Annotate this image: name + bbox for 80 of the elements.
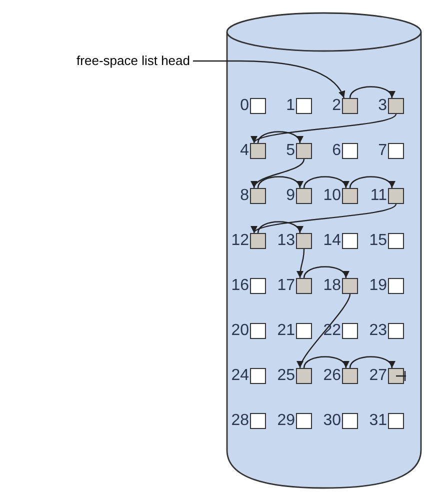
free-block [342,278,358,294]
free-block [342,98,358,114]
pointer-arrow [257,176,302,188]
used-block [388,233,404,249]
pointer-arrow [303,356,348,368]
block-number: 19 [369,277,387,295]
pointer-arrow [303,176,348,188]
block-number: 1 [286,97,295,115]
block-number: 21 [277,322,295,340]
block-number: 25 [277,367,295,385]
used-block [250,413,266,429]
used-block [250,98,266,114]
used-block [296,98,312,114]
free-block [296,278,312,294]
free-block [388,98,404,114]
block-number: 4 [240,142,249,160]
block-number: 2 [332,97,341,115]
pointer-arrow [349,176,394,188]
free-block [250,188,266,204]
block-number: 18 [323,277,341,295]
block-number: 29 [277,412,295,430]
pointer-arrow [296,248,305,278]
block-number: 30 [323,412,341,430]
block-number: 7 [378,142,387,160]
free-block [342,188,358,204]
block-number: 20 [231,322,249,340]
block-number: 0 [240,97,249,115]
block-number: 8 [240,187,249,205]
pointer-arrow [254,114,396,144]
block-number: 16 [231,277,249,295]
block-number: 24 [231,367,249,385]
free-block [250,143,266,159]
block-number: 28 [231,412,249,430]
used-block [296,413,312,429]
block-number: 9 [286,187,295,205]
used-block [250,368,266,384]
used-block [388,143,404,159]
block-number: 11 [370,187,387,205]
pointer-arrow [303,266,348,278]
free-block [296,143,312,159]
pointer-arrow [349,86,394,98]
block-number: 3 [378,97,387,115]
block-number: 26 [323,367,341,385]
used-block [342,323,358,339]
block-number: 22 [323,322,341,340]
block-number: 27 [369,367,387,385]
used-block [250,278,266,294]
used-block [388,413,404,429]
used-block [388,323,404,339]
block-number: 13 [277,232,295,250]
free-block [296,233,312,249]
block-number: 6 [332,142,341,160]
used-block [342,413,358,429]
pointer-label: free-space list head [76,53,190,68]
used-block [342,233,358,249]
pointer-arrow [193,60,345,98]
free-block [388,188,404,204]
block-number: 5 [286,142,295,160]
free-block [342,368,358,384]
block-number: 17 [277,277,295,295]
pointer-arrow [254,204,396,234]
block-number: 23 [369,322,387,340]
pointer-arrow [252,158,305,188]
block-number: 31 [369,412,387,430]
free-block [388,368,404,384]
free-block [250,233,266,249]
used-block [250,323,266,339]
free-block [296,368,312,384]
block-number: 15 [369,232,387,250]
free-block [296,188,312,204]
used-block [388,278,404,294]
used-block [342,143,358,159]
used-block [296,323,312,339]
block-number: 14 [323,232,341,250]
block-number: 10 [323,187,341,205]
pointer-arrow [257,131,302,144]
pointer-arrow [349,356,394,368]
pointer-arrow [298,294,351,368]
pointer-arrow [257,221,302,234]
block-number: 12 [231,232,249,250]
